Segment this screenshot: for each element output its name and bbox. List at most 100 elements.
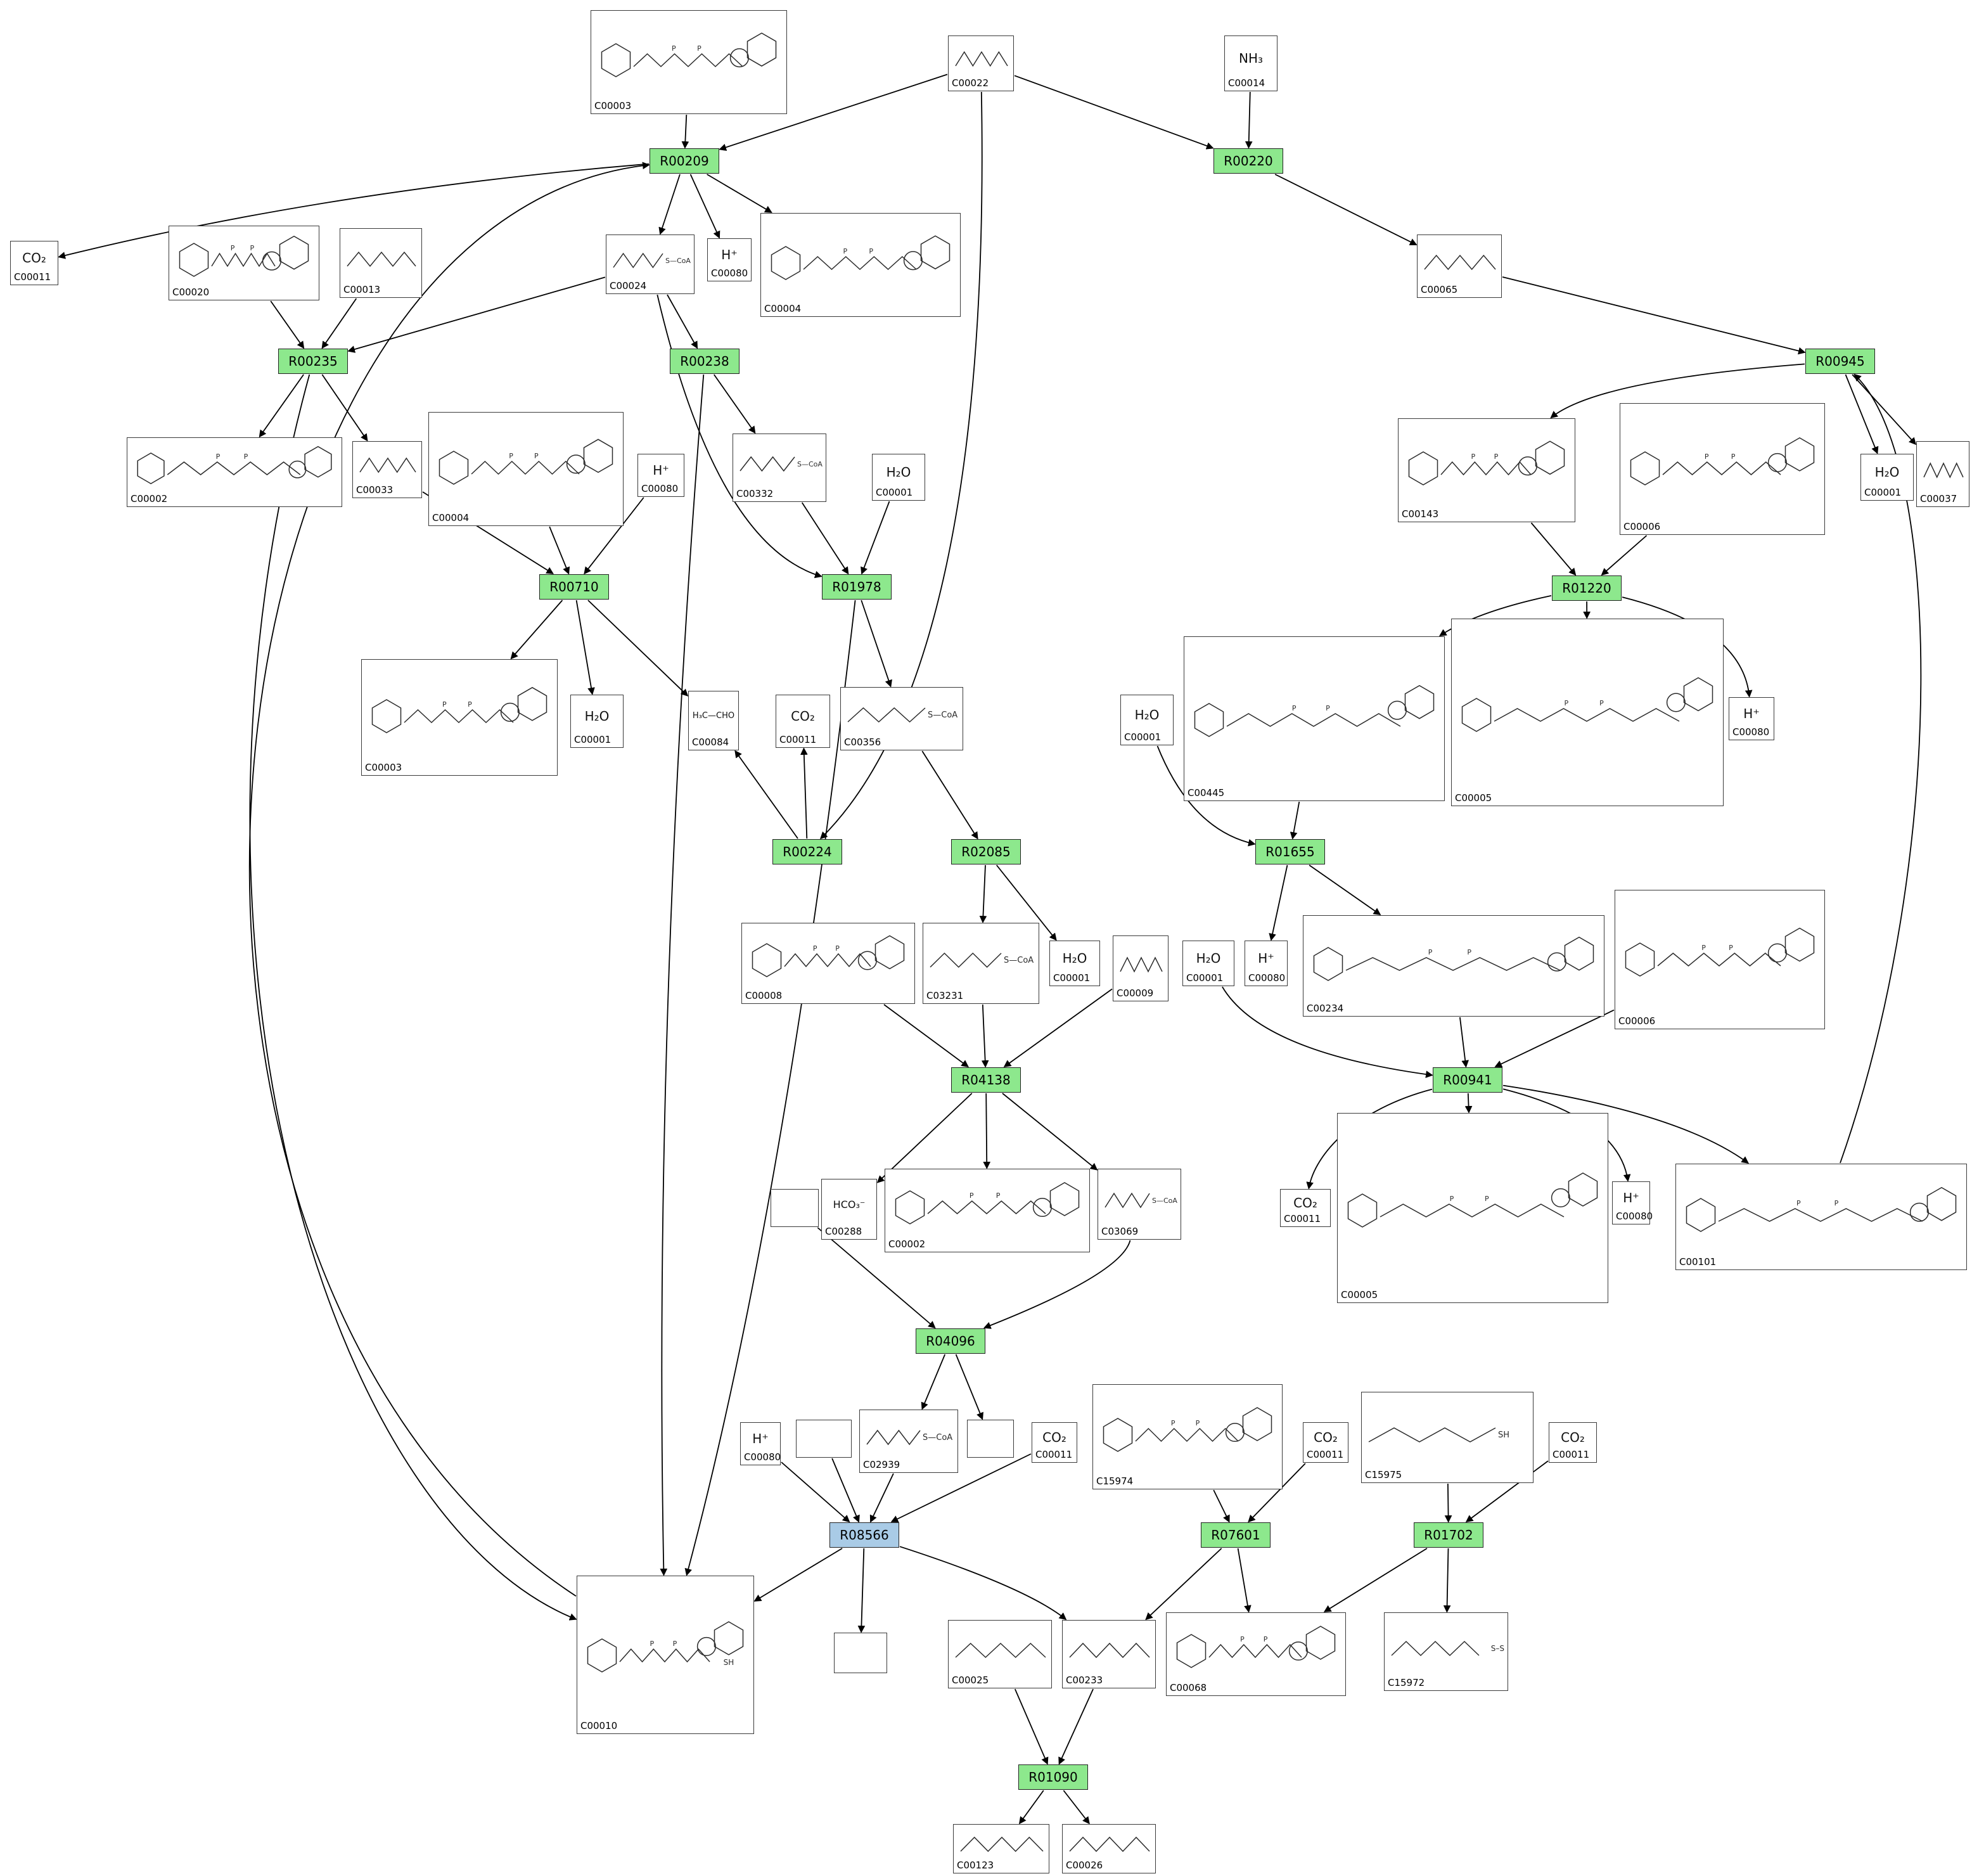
compound-node-c00022[interactable]: C00022: [948, 35, 1014, 91]
edge-c03069-to-r04096: [983, 1240, 1131, 1329]
compound-node-c00080-b[interactable]: H⁺C00080: [637, 454, 684, 497]
reaction-node-r00945[interactable]: R00945: [1805, 349, 1875, 374]
reaction-node-r07601[interactable]: R07601: [1201, 1522, 1271, 1548]
reaction-node-r00941[interactable]: R00941: [1433, 1067, 1502, 1093]
molecule-structure-icon: [1120, 956, 1163, 973]
edge-r01702-to-c15972: [1443, 1548, 1451, 1613]
compound-node-unlabeled[interactable]: [771, 1189, 819, 1227]
compound-node-c00037[interactable]: C00037: [1916, 441, 1969, 507]
reaction-node-r01655[interactable]: R01655: [1255, 839, 1325, 864]
compound-node-c00080-d[interactable]: H⁺C00080: [1245, 941, 1288, 986]
svg-text:P: P: [1450, 1195, 1454, 1203]
svg-text:P: P: [1564, 699, 1568, 707]
compound-node-c00033[interactable]: C00033: [352, 441, 422, 498]
reaction-node-r00209[interactable]: R00209: [650, 148, 719, 174]
svg-text:S—CoA: S—CoA: [1004, 956, 1034, 965]
reaction-node-r04138[interactable]: R04138: [951, 1067, 1021, 1093]
reaction-label: R00941: [1443, 1072, 1492, 1088]
edge-c00006-b-to-r00941: [1494, 1009, 1615, 1067]
compound-node-c00123[interactable]: C00123: [953, 1824, 1049, 1873]
compound-node-c00013[interactable]: C00013: [340, 228, 422, 298]
reaction-node-r01702[interactable]: R01702: [1414, 1522, 1483, 1548]
compound-formula: HCO₃⁻: [833, 1198, 866, 1211]
compound-node-unlabeled[interactable]: [967, 1420, 1014, 1458]
edge-r00710-to-c00084: [587, 600, 689, 697]
compound-node-unlabeled[interactable]: [796, 1420, 852, 1458]
reaction-node-r01090[interactable]: R01090: [1018, 1764, 1088, 1790]
reaction-node-r00220[interactable]: R00220: [1213, 148, 1283, 174]
compound-node-c00025[interactable]: C00025: [948, 1620, 1052, 1688]
reaction-node-r00238[interactable]: R00238: [670, 349, 740, 374]
compound-node-c00288[interactable]: HCO₃⁻C00288: [821, 1179, 877, 1240]
reaction-node-r00235[interactable]: R00235: [278, 349, 348, 374]
reaction-node-r00224[interactable]: R00224: [772, 839, 842, 864]
compound-node-c00080-f[interactable]: H⁺C00080: [740, 1422, 781, 1465]
edge-c00014-to-r00220: [1245, 91, 1253, 149]
edge-c00001-f-to-r00941: [1222, 986, 1433, 1078]
reaction-node-r08566[interactable]: R08566: [829, 1522, 899, 1548]
compound-node-c00065[interactable]: C00065: [1417, 234, 1502, 298]
reaction-node-r04096[interactable]: R04096: [916, 1328, 985, 1354]
compound-node-c00233[interactable]: C00233: [1062, 1620, 1156, 1688]
reaction-node-r01978[interactable]: R01978: [822, 574, 892, 600]
compound-formula: H₂O: [584, 709, 610, 724]
compound-node-c00080-c[interactable]: H⁺C00080: [1729, 697, 1774, 740]
reaction-label: R04138: [961, 1072, 1011, 1088]
compound-node-unlabeled[interactable]: [834, 1633, 887, 1673]
compound-id-label: C00080: [744, 1451, 781, 1463]
compound-node-c00009[interactable]: C00009: [1113, 935, 1168, 1001]
reaction-node-r01220[interactable]: R01220: [1552, 575, 1622, 601]
edge-c00003-a-to-r00209: [681, 114, 689, 149]
compound-node-c00080-e[interactable]: H⁺C00080: [1612, 1181, 1653, 1224]
compound-node-c00080-a[interactable]: H⁺C00080: [707, 238, 752, 281]
edge-r00235-to-c00002-a: [259, 374, 304, 438]
compound-id-label: C00002: [888, 1238, 926, 1250]
compound-node-c00026[interactable]: C00026: [1062, 1824, 1156, 1873]
reaction-node-r02085[interactable]: R02085: [951, 839, 1021, 864]
reaction-node-r00710[interactable]: R00710: [539, 574, 609, 600]
svg-text:P: P: [1240, 1635, 1245, 1643]
